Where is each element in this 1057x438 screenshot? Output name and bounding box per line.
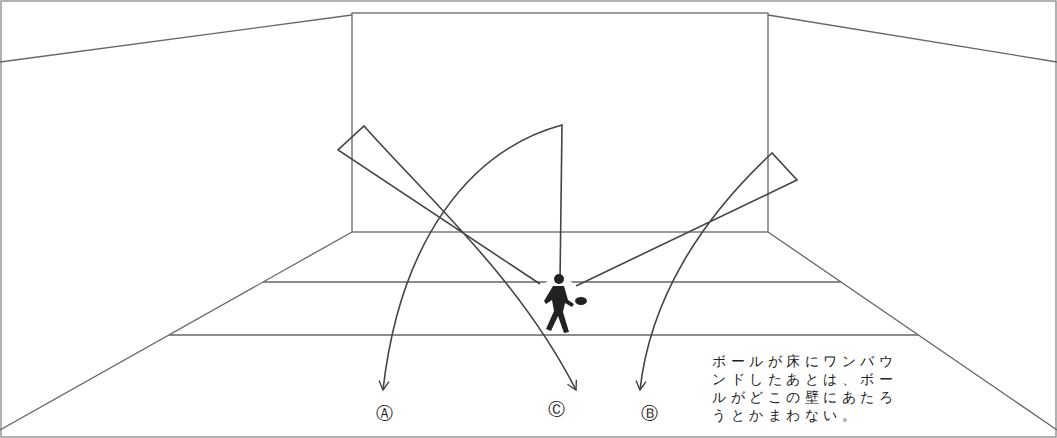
ball-paths: [338, 125, 797, 390]
ceiling-edge: [768, 15, 1057, 62]
callout-letter: Ⓐ: [376, 402, 393, 425]
ball-path: [338, 126, 576, 390]
callout-letter: Ⓒ: [548, 398, 565, 421]
player-head: [554, 274, 564, 284]
note-text: ボールが床にワンバウンドしたあとは、ボールがどこの壁にあたろうとかまわない。: [712, 352, 908, 424]
ceiling-edge: [0, 15, 352, 62]
racquet: [575, 297, 587, 305]
player-body: [544, 286, 574, 333]
callout-letter: Ⓑ: [641, 402, 658, 425]
player-figure: [537, 274, 587, 333]
front-wall: [352, 13, 768, 232]
ball-path: [383, 125, 562, 390]
floor-edge: [0, 232, 352, 430]
